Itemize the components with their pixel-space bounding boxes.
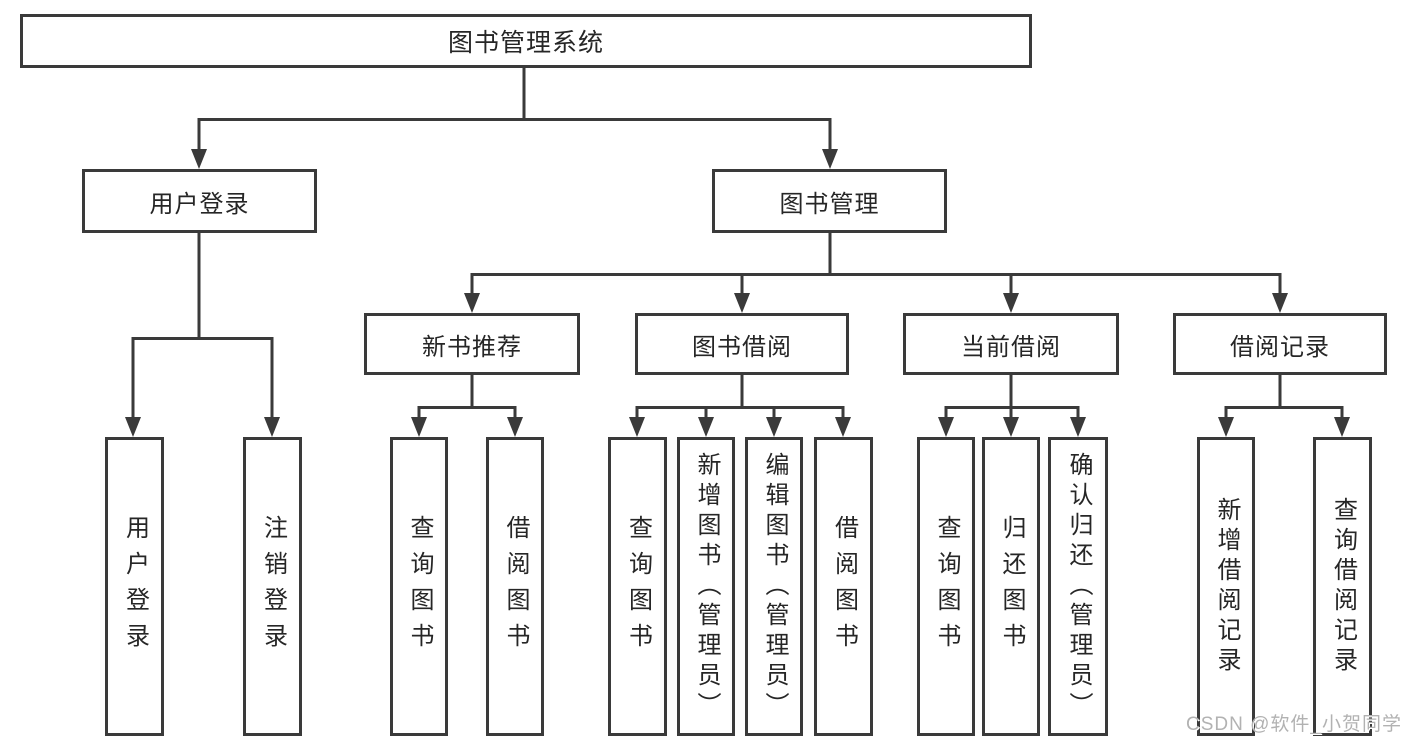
node-label: 借阅图书 xyxy=(502,514,529,659)
node-current-return-books: 归还图书 xyxy=(982,437,1040,736)
node-root-system: 图书管理系统 xyxy=(20,14,1032,68)
node-label: 归还图书 xyxy=(998,514,1025,659)
node-borrow-query-books: 查询图书 xyxy=(608,437,667,736)
node-label: 图书管理系统 xyxy=(447,29,604,57)
csdn-watermark: CSDN @软件_小贺同学 xyxy=(1186,714,1402,735)
arrowheads xyxy=(125,149,1350,437)
node-label: 查询图书 xyxy=(624,514,652,659)
node-borrowing-records: 借阅记录 xyxy=(1173,313,1387,375)
node-new-book-recommendation: 新书推荐 xyxy=(364,313,580,375)
node-records-query-record: 查询借阅记录 xyxy=(1313,437,1372,736)
node-current-borrowing: 当前借阅 xyxy=(903,313,1119,375)
node-recommend-query-books: 查询图书 xyxy=(390,437,448,736)
node-records-add-record: 新增借阅记录 xyxy=(1197,437,1255,736)
node-label: 确认归还（管理员） xyxy=(1065,451,1092,722)
node-label: 注销登录 xyxy=(259,514,287,659)
node-label: 借阅记录 xyxy=(1230,333,1330,361)
tree-edges xyxy=(131,68,1344,421)
node-book-management: 图书管理 xyxy=(712,169,947,233)
node-label: 查询图书 xyxy=(933,514,960,659)
node-label: 图书借阅 xyxy=(692,333,792,361)
node-label: 用户登录 xyxy=(149,190,250,218)
node-book-borrowing: 图书借阅 xyxy=(635,313,849,375)
node-current-query-books: 查询图书 xyxy=(917,437,975,736)
node-user-login: 用户登录 xyxy=(82,169,317,233)
node-label: 查询图书 xyxy=(406,514,433,659)
node-label: 新增借阅记录 xyxy=(1213,496,1240,677)
node-label: 新增图书（管理员） xyxy=(693,451,720,722)
node-login: 用户登录 xyxy=(105,437,164,736)
node-borrow-edit-books-admin: 编辑图书（管理员） xyxy=(745,437,803,736)
node-borrow-borrow-books: 借阅图书 xyxy=(814,437,873,736)
node-label: 编辑图书（管理员） xyxy=(761,451,788,722)
node-logout: 注销登录 xyxy=(243,437,302,736)
node-recommend-borrow-books: 借阅图书 xyxy=(486,437,544,736)
node-label: 图书管理 xyxy=(779,190,880,218)
node-borrow-add-books-admin: 新增图书（管理员） xyxy=(677,437,735,736)
node-label: 借阅图书 xyxy=(830,514,858,659)
node-current-confirm-return-admin: 确认归还（管理员） xyxy=(1048,437,1108,736)
node-label: 用户登录 xyxy=(121,514,149,659)
node-label: 新书推荐 xyxy=(422,333,522,361)
node-label: 查询借阅记录 xyxy=(1329,496,1357,677)
node-label: 当前借阅 xyxy=(961,333,1061,361)
